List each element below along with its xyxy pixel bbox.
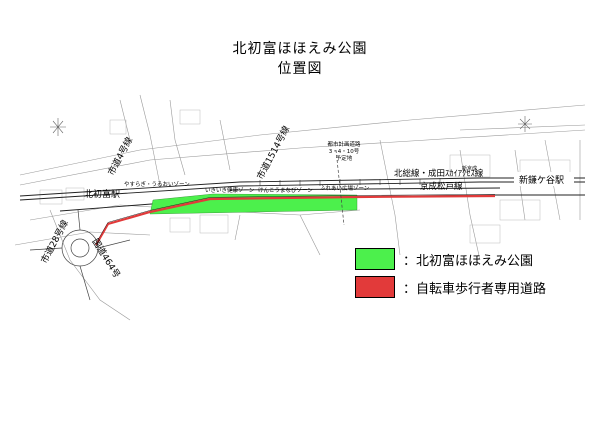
station-small-label: 新京成 [462, 165, 477, 172]
station-label-shinkamagaya: 新鎌ケ谷駅 [519, 174, 564, 186]
legend-label-park: ：北初富ほほえみ公園 [403, 253, 534, 269]
building-blocks [39, 109, 571, 244]
zone-label-kenko: けんこうまなびゾーン [258, 186, 313, 194]
legend-item-path: ：自転車歩行者専用道路 [355, 276, 546, 298]
map-title: 北初富ほほえみ公園 [232, 41, 368, 57]
legend-swatch-path [355, 276, 395, 298]
zone-label-yasuragi: やすらぎ・うるおいゾーン [124, 180, 190, 188]
rail-ticks [259, 178, 441, 186]
bicycle-pedestrian-path [95, 194, 496, 246]
road-label-1514: 市道1514号線 [254, 124, 292, 182]
compass-icon [50, 116, 532, 136]
planned-road: 都市計画道路 3・4・10号 予定地 [327, 140, 361, 226]
planned-road-label-3: 予定地 [336, 154, 353, 162]
road-label-28: 市道28号線 [38, 218, 71, 266]
station-label-kitahatsutomi: 北初富駅 [84, 188, 120, 200]
planned-road-label-1: 都市計画道路 [327, 140, 361, 148]
zone-label-ikiiki: いきいき健康ゾーン [205, 186, 255, 194]
legend-item-park: ：北初富ほほえみ公園 [355, 248, 533, 270]
zone-label-fureai: ふれあい広場ゾーン [320, 184, 370, 192]
legend-label-path: ：自転車歩行者専用道路 [403, 281, 547, 297]
line-label-keisei: 京成松戸線 [420, 181, 463, 192]
line-label-hokuso: 北総線・成田ｽｶｲｱｸｾｽ線 [394, 168, 484, 179]
planned-road-label-2: 3・4・10号 [329, 148, 360, 155]
legend-swatch-park [355, 248, 395, 270]
junction [29, 209, 131, 301]
map-subtitle: 位置図 [277, 61, 323, 77]
